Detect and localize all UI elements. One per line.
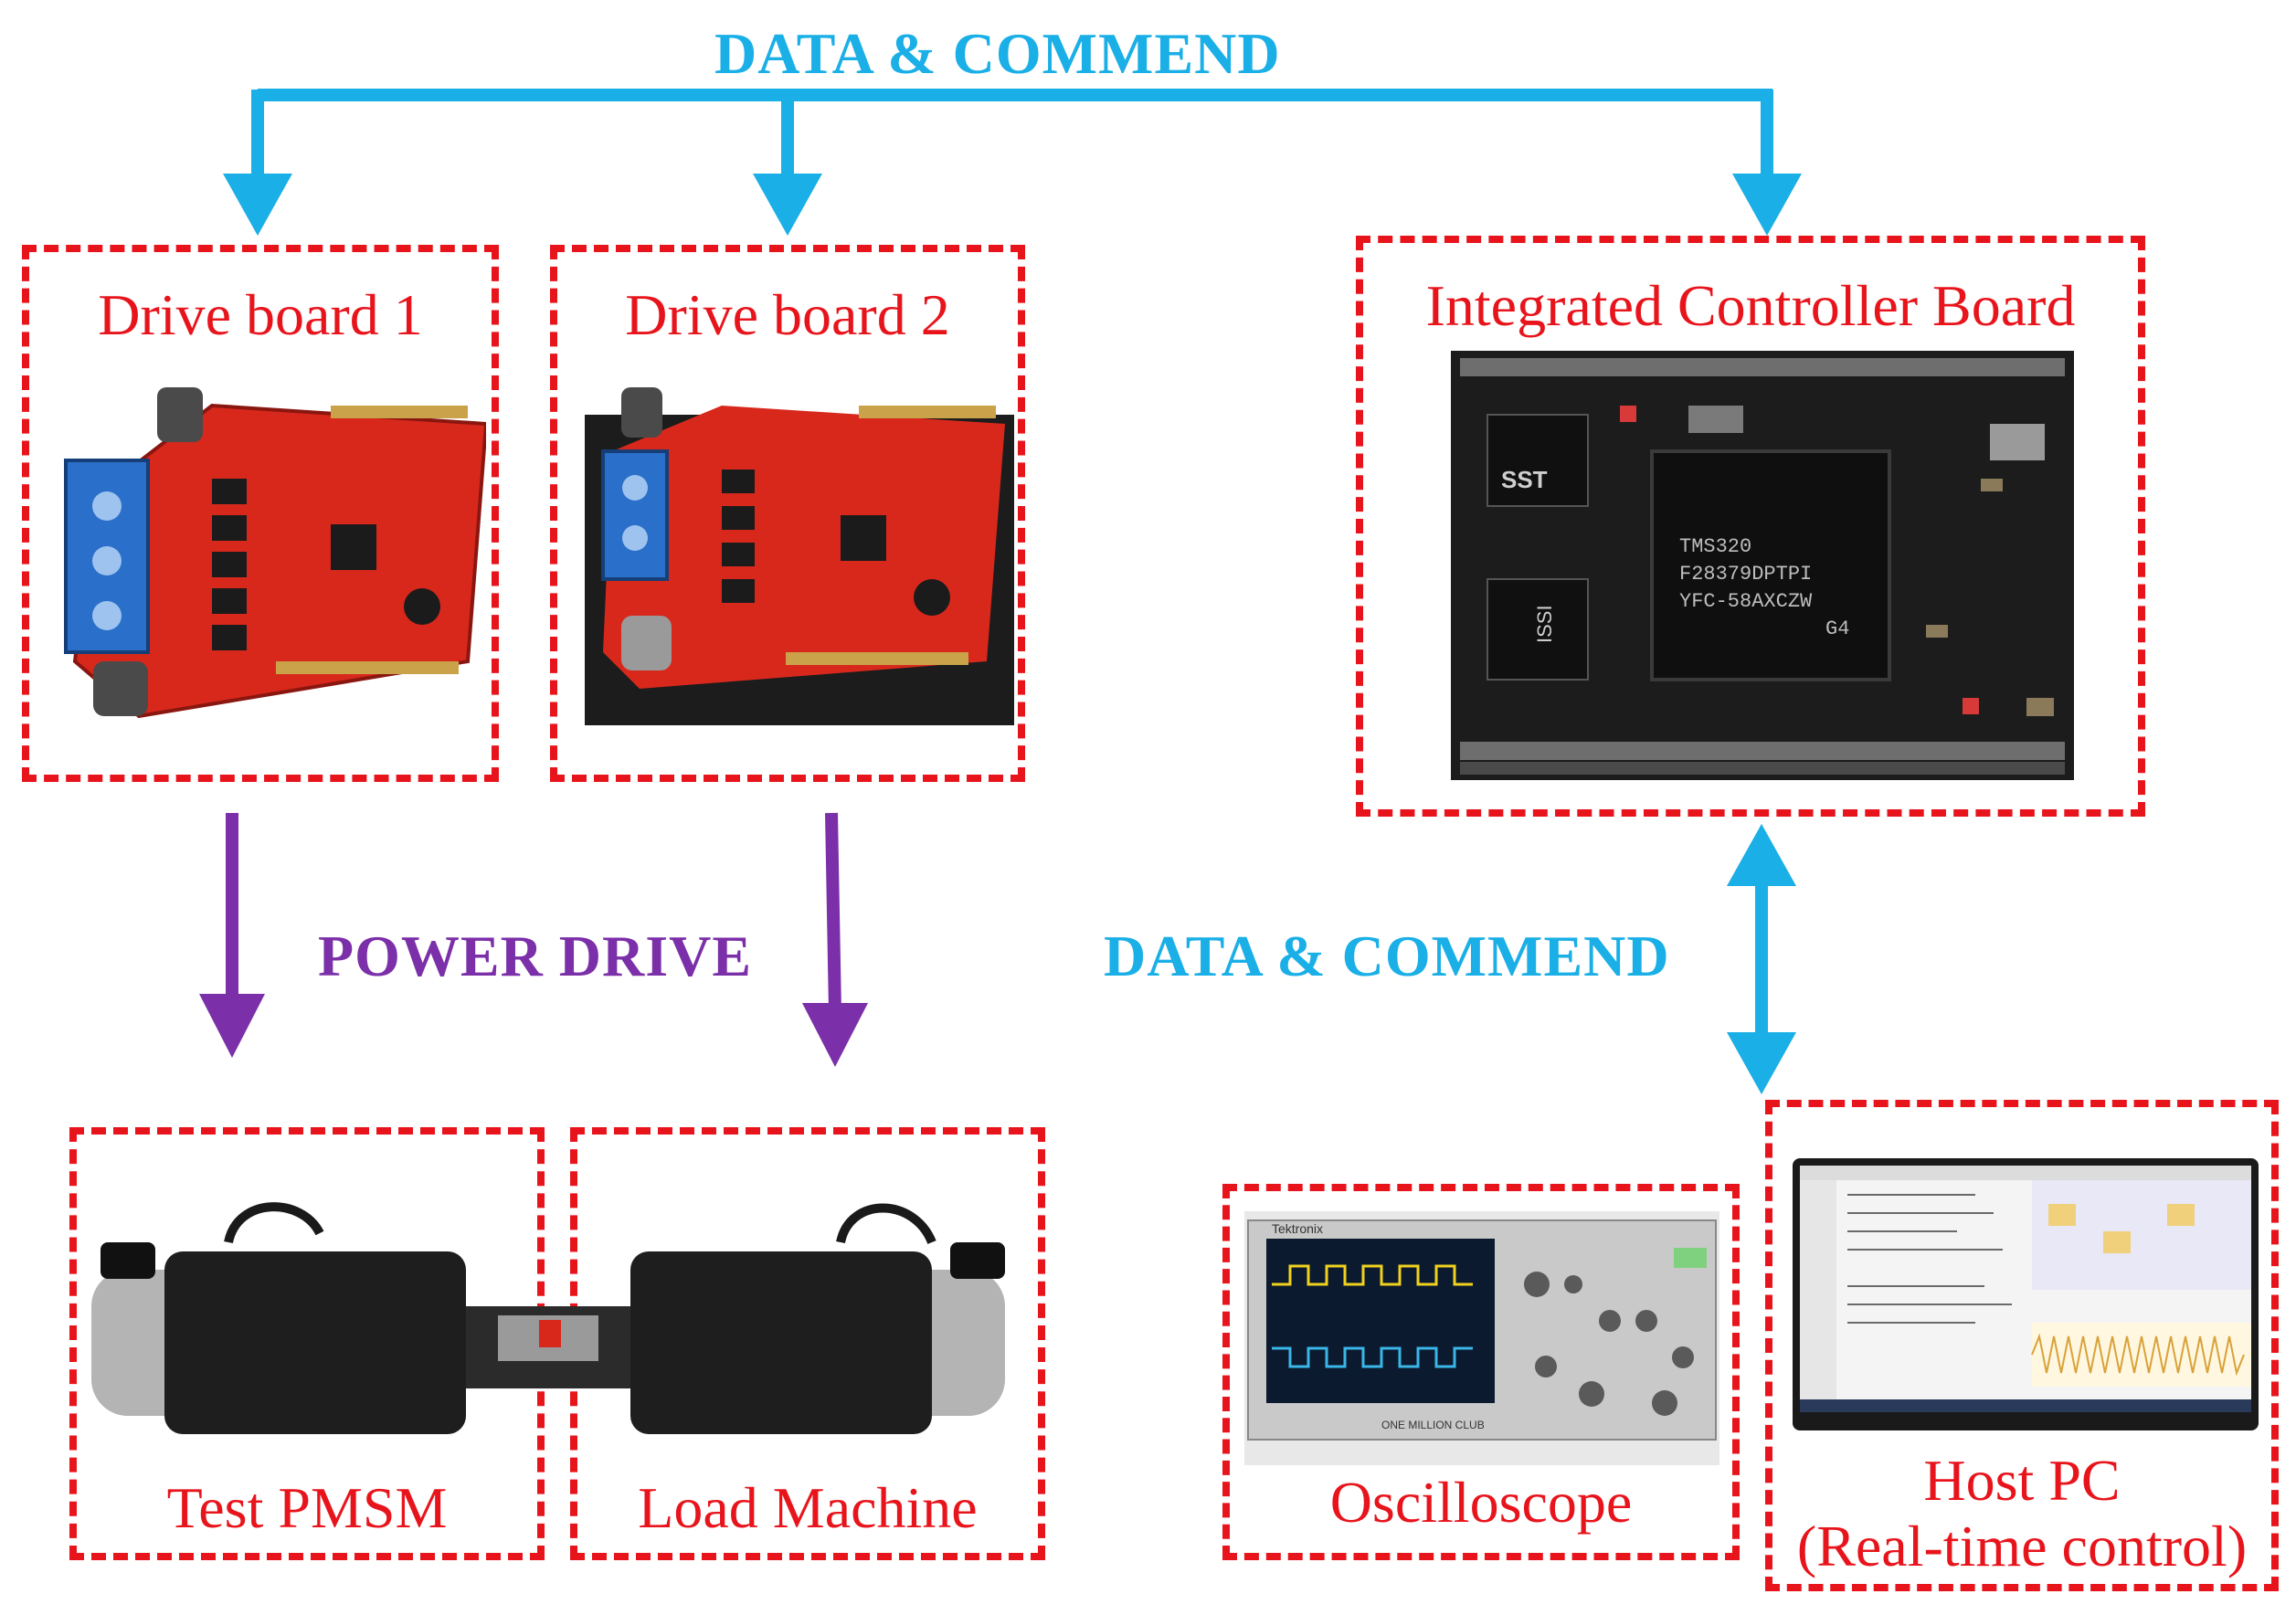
power-arrows (199, 812, 868, 1067)
host-pc-photo (1793, 1158, 2259, 1430)
data-commend-label-mid: DATA & COMMEND (1104, 924, 1670, 988)
drive-board-2-photo (585, 387, 1014, 725)
data-arrow-bidirectional (1727, 824, 1796, 1094)
host-pc-caption-line-2: (Real-time control) (1796, 1514, 2248, 1578)
oscilloscope-brand: Tektronix (1272, 1221, 1323, 1236)
oscilloscope-caption: Oscilloscope (1329, 1470, 1633, 1535)
controller-board-photo: TMS320 F28379DPTPI YFC-58AXCZW G4 SST IS… (1451, 351, 2074, 780)
controller-block: Integrated Controller Board TMS320 F2837… (1356, 236, 2145, 817)
chip-line-2: F28379DPTPI (1679, 563, 1812, 586)
power-drive-label: POWER DRIVE (318, 924, 753, 988)
test-pmsm-caption: Test PMSM (166, 1475, 448, 1540)
drive-board-1-photo (64, 387, 486, 719)
chip-line-3: YFC-58AXCZW (1679, 590, 1813, 613)
oscilloscope-photo: Tektronix ONE MILLION CLUB (1244, 1211, 1719, 1465)
load-machine-caption: Load Machine (638, 1475, 978, 1540)
mem-chip-label-1: SST (1501, 466, 1548, 493)
oscilloscope-banner: ONE MILLION CLUB (1381, 1419, 1485, 1431)
data-commend-label-top: DATA & COMMEND (714, 21, 1281, 86)
host-pc-caption-line-1: Host PC (1923, 1448, 2121, 1513)
chip-line-4: G4 (1825, 618, 1849, 640)
drive-board-2-block: Drive board 2 (550, 245, 1025, 782)
chip-line-1: TMS320 (1679, 535, 1751, 558)
mem-chip-label-2: ISSI (1533, 605, 1556, 643)
drive-board-2-caption: Drive board 2 (625, 282, 950, 347)
controller-caption: Integrated Controller Board (1425, 273, 2076, 338)
oscilloscope-block: Tektronix ONE MILLION CLUB Oscilloscope (1222, 1184, 1740, 1560)
host-pc-block: Host PC (Real-time control) (1765, 1100, 2279, 1591)
drive-board-1-block: Drive board 1 (22, 245, 499, 782)
data-bus-top (223, 89, 1802, 236)
motor-pair-photo (91, 1202, 1005, 1434)
drive-board-1-caption: Drive board 1 (98, 282, 423, 347)
